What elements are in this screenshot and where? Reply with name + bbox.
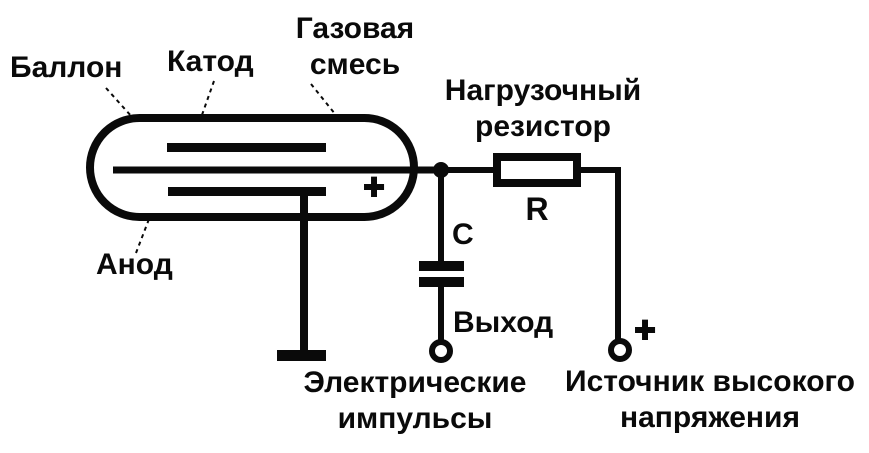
electric-pulses-label: Электрические импульсы bbox=[290, 365, 540, 437]
anode-label: Анод bbox=[96, 248, 173, 281]
hv-source-terminal bbox=[608, 338, 632, 362]
wire-resistor-to-source bbox=[577, 167, 621, 340]
cathode-label: Катод bbox=[167, 45, 254, 78]
cathode-bottom-plate bbox=[168, 187, 326, 196]
hv-source-label: Источник высокого напряжения bbox=[560, 364, 860, 436]
balloon-label: Баллон bbox=[10, 51, 123, 84]
electric-pulses-line1: Электрические bbox=[303, 366, 527, 399]
electric-pulses-line2: импульсы bbox=[337, 402, 493, 435]
hv-source-line1: Источник высокого bbox=[565, 365, 855, 398]
cathode-terminal-bar bbox=[277, 350, 326, 361]
resistor-symbol-label: R bbox=[525, 191, 549, 227]
output-terminal bbox=[429, 339, 453, 363]
cathode-top-plate bbox=[167, 143, 326, 152]
gas-mixture-label: Газовая смесь bbox=[284, 11, 426, 83]
balloon-leader-line bbox=[105, 87, 133, 118]
tube-polarity-plus-sign: + bbox=[362, 166, 385, 207]
resistor-body bbox=[493, 153, 581, 187]
gas-mixture-line2: смесь bbox=[309, 48, 401, 81]
gas-mixture-line1: Газовая bbox=[295, 12, 415, 45]
load-resistor-label: Нагрузочный резистор bbox=[433, 73, 653, 145]
output-label: Выход bbox=[453, 306, 554, 339]
source-polarity-plus-sign: + bbox=[633, 309, 656, 350]
capacitor-symbol-label: C bbox=[452, 218, 474, 251]
capacitor-top-plate bbox=[419, 261, 464, 271]
load-resistor-line1: Нагрузочный bbox=[444, 74, 642, 107]
hv-source-line2: напряжения bbox=[620, 401, 800, 434]
load-resistor-line2: резистор bbox=[475, 110, 611, 143]
capacitor-bottom-plate bbox=[419, 277, 464, 287]
